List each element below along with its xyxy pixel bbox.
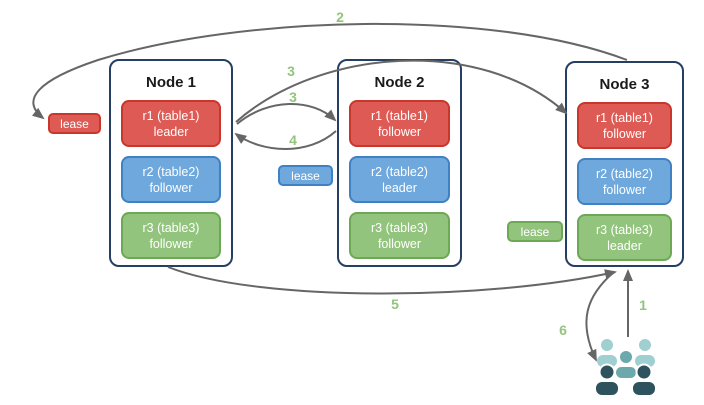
person-back-left xyxy=(595,337,619,369)
replica-r3-table3-follower: r3 (table3) follower xyxy=(349,212,450,259)
replica-r1-table1-leader: r1 (table1) leader xyxy=(121,100,221,147)
node-3-title: Node 3 xyxy=(599,76,650,93)
person-back-right xyxy=(633,337,657,369)
lease-badge-blue: lease xyxy=(278,165,333,186)
step-label-6: 6 xyxy=(559,322,567,338)
person-front-right xyxy=(631,363,657,397)
node-3-box: Node 3 r1 (table1) follower r2 (table2) … xyxy=(565,61,684,267)
node-3-replicas: r1 (table1) follower r2 (table2) followe… xyxy=(567,94,682,261)
arrow-step-5 xyxy=(167,266,617,295)
step-label-2: 2 xyxy=(336,9,344,25)
node-1-box: Node 1 r1 (table1) leader r2 (table2) fo… xyxy=(109,59,233,267)
users-group-icon xyxy=(594,337,657,397)
replica-r1-table1-follower: r1 (table1) follower xyxy=(349,100,450,147)
replica-role: follower xyxy=(149,236,193,251)
replica-role: follower xyxy=(149,180,193,195)
replica-role: leader xyxy=(382,180,417,195)
replica-name: r1 (table1) xyxy=(371,108,428,123)
step-label-1: 1 xyxy=(639,297,647,313)
replica-name: r2 (table2) xyxy=(371,164,428,179)
replica-r1-table1-follower: r1 (table1) follower xyxy=(577,102,672,149)
step-label-3a: 3 xyxy=(287,63,295,79)
arrow-step-4 xyxy=(234,130,337,150)
replica-r3-table3-follower: r3 (table3) follower xyxy=(121,212,221,259)
node-1-title: Node 1 xyxy=(145,74,196,91)
person-middle xyxy=(614,349,638,380)
replica-name: r1 (table1) xyxy=(596,110,653,125)
lease-badge-green: lease xyxy=(507,221,563,242)
replica-r2-table2-leader: r2 (table2) leader xyxy=(349,156,450,203)
replica-role: leader xyxy=(153,124,189,139)
replica-role: follower xyxy=(377,236,422,251)
replica-name: r3 (table3) xyxy=(371,220,428,235)
replica-name: r2 (table2) xyxy=(596,166,653,181)
step-label-5: 5 xyxy=(391,296,399,312)
replica-name: r3 (table3) xyxy=(142,220,200,235)
lease-badge-red: lease xyxy=(48,113,101,134)
arrow-step-6 xyxy=(585,271,615,362)
replica-name: r3 (table3) xyxy=(596,222,653,237)
replica-role: follower xyxy=(602,126,647,141)
node-2-replicas: r1 (table1) follower r2 (table2) leader … xyxy=(339,92,460,259)
replica-r2-table2-follower: r2 (table2) follower xyxy=(577,158,672,205)
replica-role: leader xyxy=(607,238,642,253)
step-label-4: 4 xyxy=(289,132,297,148)
replica-name: r1 (table1) xyxy=(142,108,200,123)
replica-role: follower xyxy=(377,124,422,139)
node-1-replicas: r1 (table1) leader r2 (table2) follower … xyxy=(111,92,231,259)
node-2-title: Node 2 xyxy=(374,74,425,91)
person-front-left xyxy=(594,363,620,397)
node-2-box: Node 2 r1 (table1) follower r2 (table2) … xyxy=(337,59,462,267)
replica-name: r2 (table2) xyxy=(142,164,200,179)
replica-r2-table2-follower: r2 (table2) follower xyxy=(121,156,221,203)
replica-role: follower xyxy=(602,182,647,197)
replica-r3-table3-leader: r3 (table3) leader xyxy=(577,214,672,261)
step-label-3b: 3 xyxy=(289,89,297,105)
arrow-step-3-to-node2 xyxy=(236,103,337,125)
